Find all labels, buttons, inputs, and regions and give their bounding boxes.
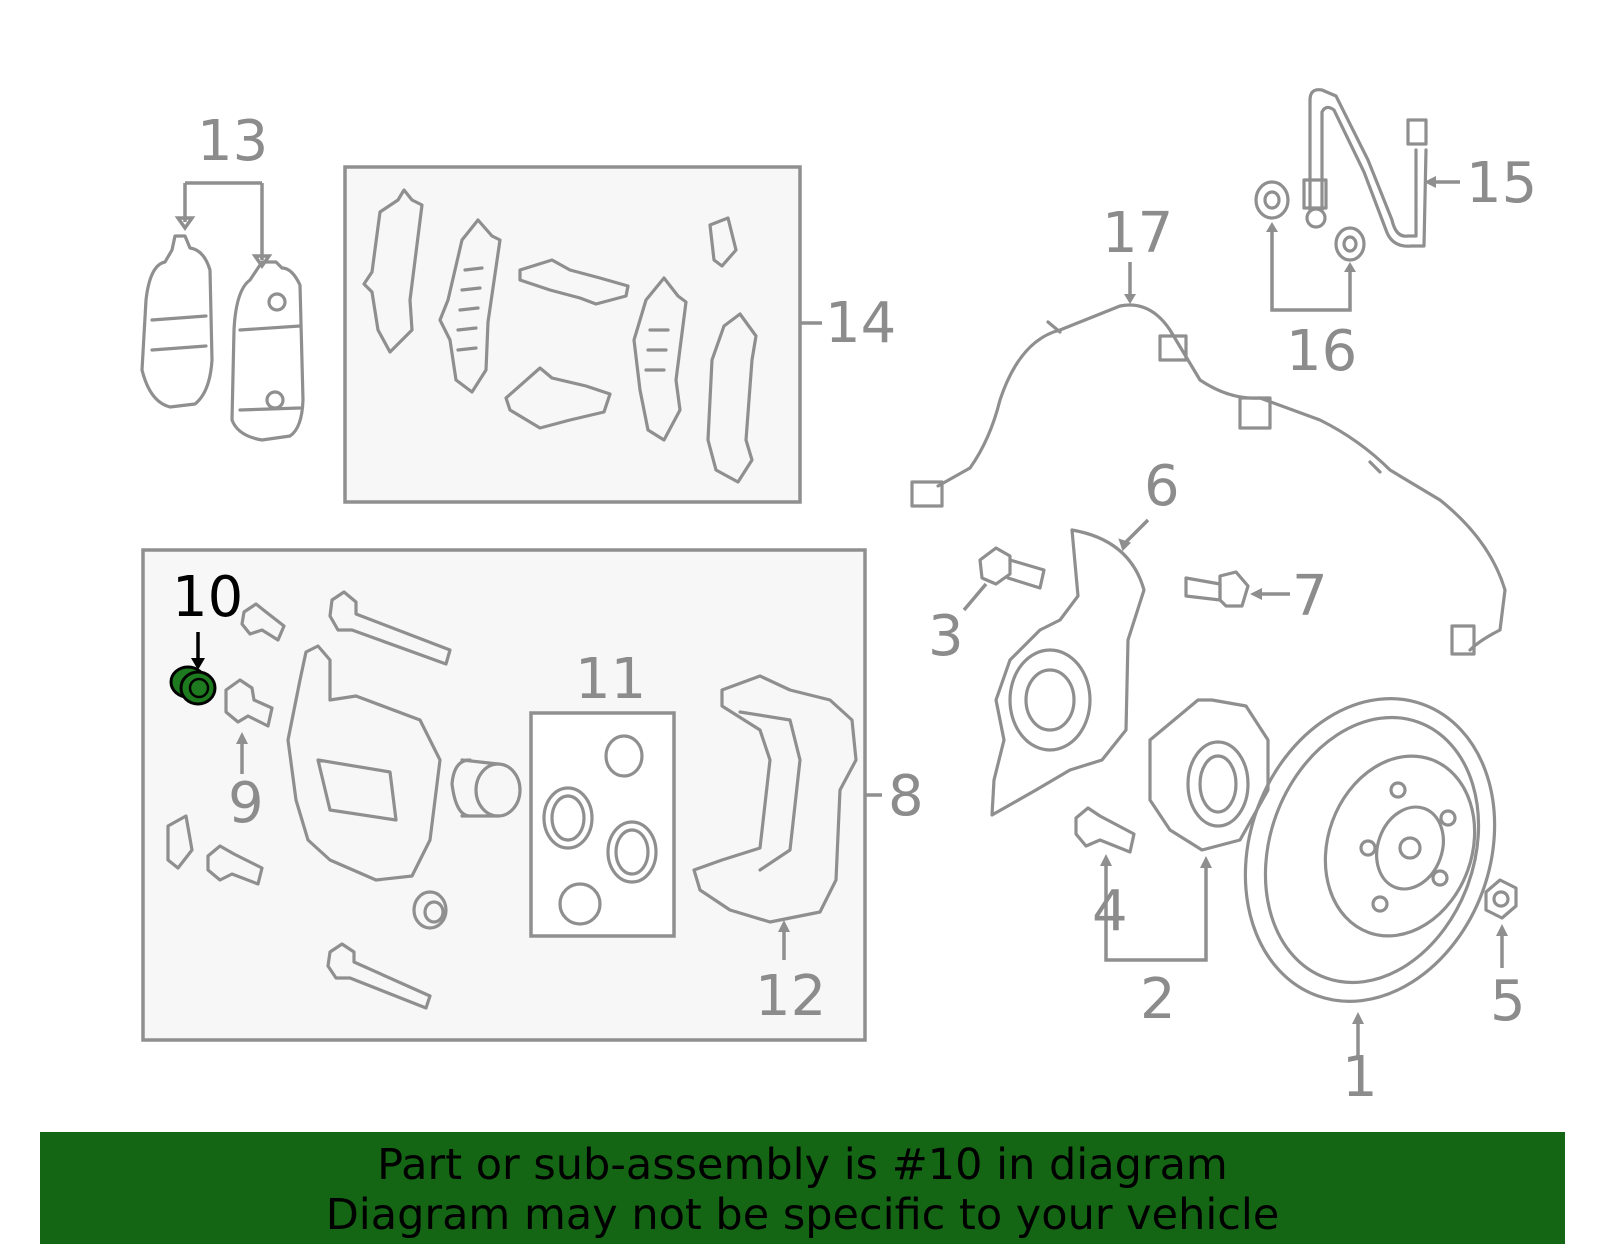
lug-nut[interactable]	[1484, 878, 1518, 920]
splash-shield[interactable]	[990, 528, 1146, 817]
info-banner: Part or sub-assembly is #10 in diagram D…	[40, 1132, 1565, 1244]
caliper-components[interactable]	[166, 590, 522, 1010]
callout-5: 5	[1490, 969, 1526, 1034]
callout-4: 4	[1092, 879, 1128, 944]
brake-rotor[interactable]	[1204, 663, 1536, 1036]
hardware-kit-box	[343, 165, 802, 504]
callout-10: 10	[172, 565, 243, 630]
callout-8: 8	[888, 764, 924, 829]
caliper-bracket[interactable]	[692, 674, 858, 924]
callout-3: 3	[928, 604, 964, 669]
callout-13: 13	[197, 109, 268, 174]
seal-kit-box	[529, 711, 676, 938]
bolt-3[interactable]	[978, 546, 1046, 590]
highlighted-part-10[interactable]	[169, 665, 217, 706]
brake-hose[interactable]	[1302, 88, 1428, 248]
callout-6: 6	[1144, 454, 1180, 519]
wheel-hub[interactable]	[1148, 698, 1270, 852]
callout-7: 7	[1292, 564, 1328, 629]
callout-16: 16	[1286, 319, 1357, 384]
brake-pads[interactable]	[140, 234, 305, 442]
abs-sensor[interactable]	[910, 303, 1507, 656]
callout-12: 12	[755, 964, 826, 1029]
wheel-stud[interactable]	[1074, 806, 1136, 854]
callout-1: 1	[1342, 1045, 1378, 1110]
callout-11: 11	[575, 647, 646, 712]
callout-2: 2	[1140, 967, 1176, 1032]
banner-line-part: Part or sub-assembly is #10 in diagram	[377, 1140, 1228, 1190]
pad-hardware-kit[interactable]	[362, 188, 758, 484]
callout-15: 15	[1466, 151, 1537, 216]
washers[interactable]	[1254, 180, 1366, 262]
banner-line-disclaimer: Diagram may not be specific to your vehi…	[325, 1190, 1280, 1240]
callout-14: 14	[825, 291, 896, 356]
callout-17: 17	[1102, 201, 1173, 266]
seal-kit[interactable]	[542, 734, 658, 926]
bolt-7[interactable]	[1184, 570, 1250, 608]
callout-9: 9	[228, 771, 264, 836]
